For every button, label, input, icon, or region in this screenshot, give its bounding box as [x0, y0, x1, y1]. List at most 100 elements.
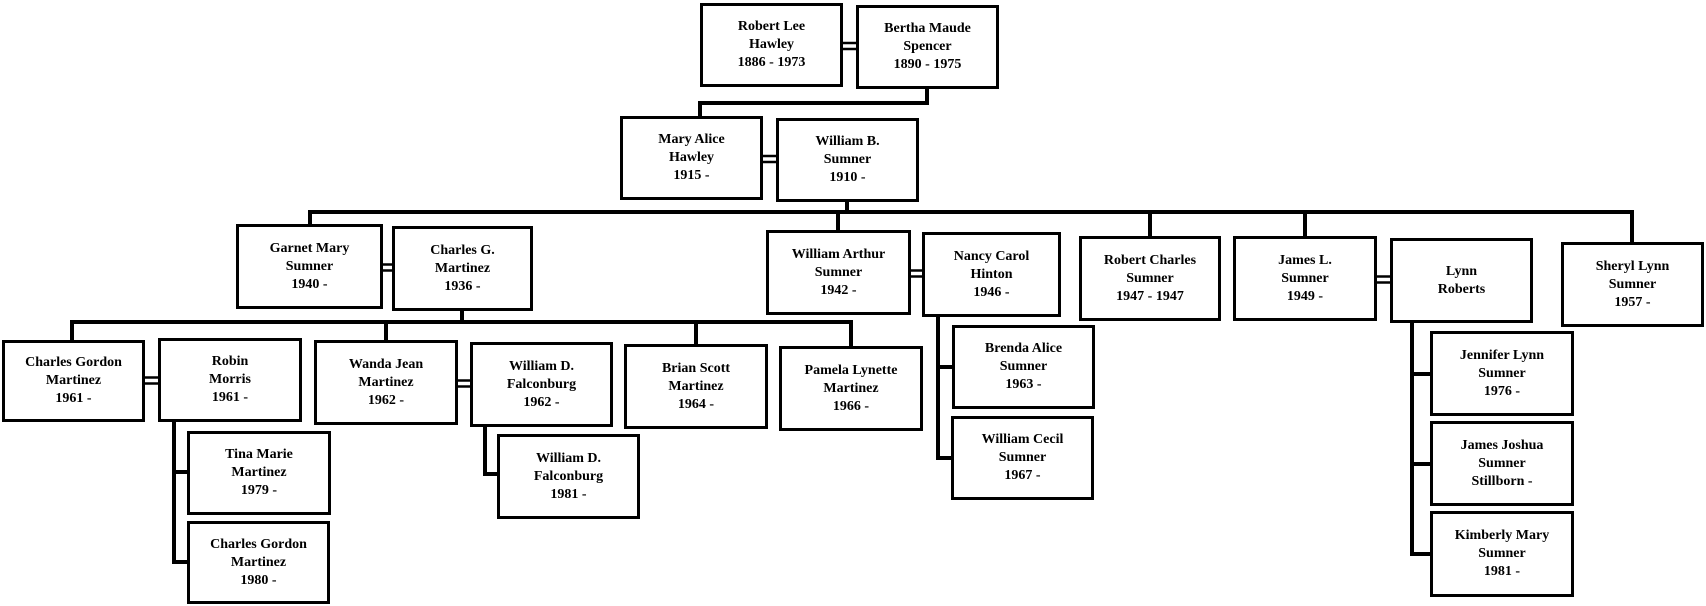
person-text-line: Charles Gordon [210, 536, 307, 552]
person-text-line: Hawley [748, 37, 795, 52]
person-text-line: 1964 - [677, 396, 715, 412]
person-text-line: 1981 - [550, 486, 587, 502]
person-text-line: 1890 - 1975 [893, 57, 962, 72]
person-text-line: 1915 - [673, 168, 710, 183]
person-text-line: Martinez [358, 374, 414, 390]
person-text-line: 1963 - [1005, 377, 1042, 392]
person-box-william-d-falconburg-1981: William D. Falconburg 1981 - [497, 434, 640, 519]
person-text-line: 1967 - [1004, 468, 1041, 483]
person-text-line: Jennifer Lynn [1459, 347, 1545, 363]
person-text-line: Charles G. [430, 242, 495, 258]
person-text-line: 1961 - [211, 390, 249, 405]
person-text-line: Brenda Alice [984, 341, 1063, 356]
person-text-line: William Arthur [791, 246, 886, 262]
person-text-line: Brian Scott [661, 360, 731, 376]
person-text-line: Nancy Carol [953, 248, 1030, 264]
person-text-line: Charles Gordon [25, 355, 122, 370]
person-box-william-b-sumner: William B. Sumner 1910 - [776, 118, 919, 202]
person-text-line: 1976 - [1483, 383, 1521, 399]
person-text-line: Sumner [1478, 365, 1526, 381]
person-text-line: Falconburg [533, 468, 604, 484]
person-text-line: Martinez [231, 465, 287, 480]
person-text-line: 1942 - [820, 282, 857, 298]
person-box-james-l-sumner: James L. Sumner 1949 - [1233, 236, 1377, 321]
person-text-line: Martinez [823, 380, 879, 396]
person-text-line: Robin [211, 354, 249, 369]
person-text-line: Martinez [230, 554, 287, 570]
person-text-line: 1947 - 1947 [1116, 288, 1184, 304]
person-text-line: Sheryl Lynn [1595, 258, 1670, 274]
person-text-line: Morris [209, 372, 251, 387]
person-text-line: 1979 - [240, 483, 278, 498]
person-text-line: William Cecil [981, 432, 1064, 447]
person-text-line: Sumner [285, 258, 334, 274]
person-text-line: Martinez [668, 378, 724, 394]
person-text-line: Tina Marie [225, 447, 293, 462]
person-text-line: Robert Lee [737, 19, 806, 34]
person-text-line: 1936 - [444, 278, 481, 294]
person-text-line: Martinez [45, 373, 102, 388]
person-text-line: Hawley [668, 150, 715, 165]
person-text-line: 1962 - [367, 392, 405, 408]
person-text-line: 1966 - [832, 398, 870, 414]
person-text-line: Garnet Mary [269, 240, 350, 256]
person-text-line: 1962 - [523, 394, 560, 410]
person-text-line: Sumner [998, 450, 1047, 465]
person-text-line: Bertha Maude [884, 21, 971, 36]
person-text-line: Sumner [1126, 270, 1174, 286]
person-box-william-d-falconburg-1962: William D. Falconburg 1962 - [470, 342, 613, 427]
person-text-line: 1981 - [1483, 564, 1521, 579]
person-text-line: Sumner [1608, 276, 1657, 292]
person-text-line: Sumner [1281, 270, 1329, 286]
person-box-charles-g-martinez: Charles G. Martinez 1936 - [392, 226, 533, 311]
person-text-line: 1957 - [1614, 294, 1651, 310]
person-text-line: 1940 - [291, 276, 328, 292]
person-text-line: James Joshua [1460, 437, 1544, 453]
person-text-line: 1961 - [55, 391, 92, 406]
person-text-line: 1910 - [829, 170, 866, 185]
person-text-line: 1886 - 1973 [737, 55, 806, 70]
person-text-line: 1949 - [1286, 288, 1324, 304]
person-text-line: Martinez [434, 260, 491, 276]
person-text-line: Wanda Jean [348, 356, 424, 372]
person-text-line: James L. [1278, 252, 1332, 268]
person-text-line: Sumner [1478, 546, 1526, 561]
person-text-line: William B. [815, 134, 880, 149]
person-text-line: Sumner [999, 359, 1048, 374]
person-text-line: Robert Charles [1103, 252, 1197, 268]
person-text-line: Sumner [823, 152, 872, 167]
person-text-line: Mary Alice [658, 132, 725, 147]
person-text-line: 1946 - [973, 284, 1010, 300]
person-text-line: Falconburg [506, 376, 577, 392]
person-text-line: Sumner [814, 264, 863, 280]
person-text-line: Stillborn - [1471, 473, 1533, 489]
person-text-line: Roberts [1437, 281, 1486, 297]
person-text-line: Kimberly Mary [1454, 528, 1550, 543]
person-text-line: William D. [535, 450, 602, 466]
person-text-line: Pamela Lynette [804, 362, 898, 378]
person-text-line: Spencer [903, 39, 952, 54]
person-text-line: William D. [508, 358, 575, 374]
